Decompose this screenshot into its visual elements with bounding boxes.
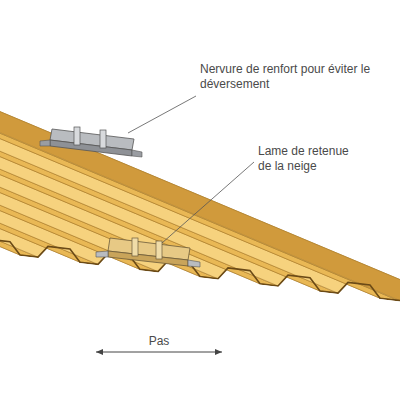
callout-label: Lame de retenue de la neige [258,144,356,174]
ground [0,253,400,400]
steel-sheet [0,47,400,400]
dimension-label: Pas [149,334,170,349]
snow-blades [40,127,200,267]
leader-lines [128,96,254,243]
callout-label: Nervure de renfort pour éviter le dévers… [200,62,385,92]
pitch-arrow [96,352,222,353]
